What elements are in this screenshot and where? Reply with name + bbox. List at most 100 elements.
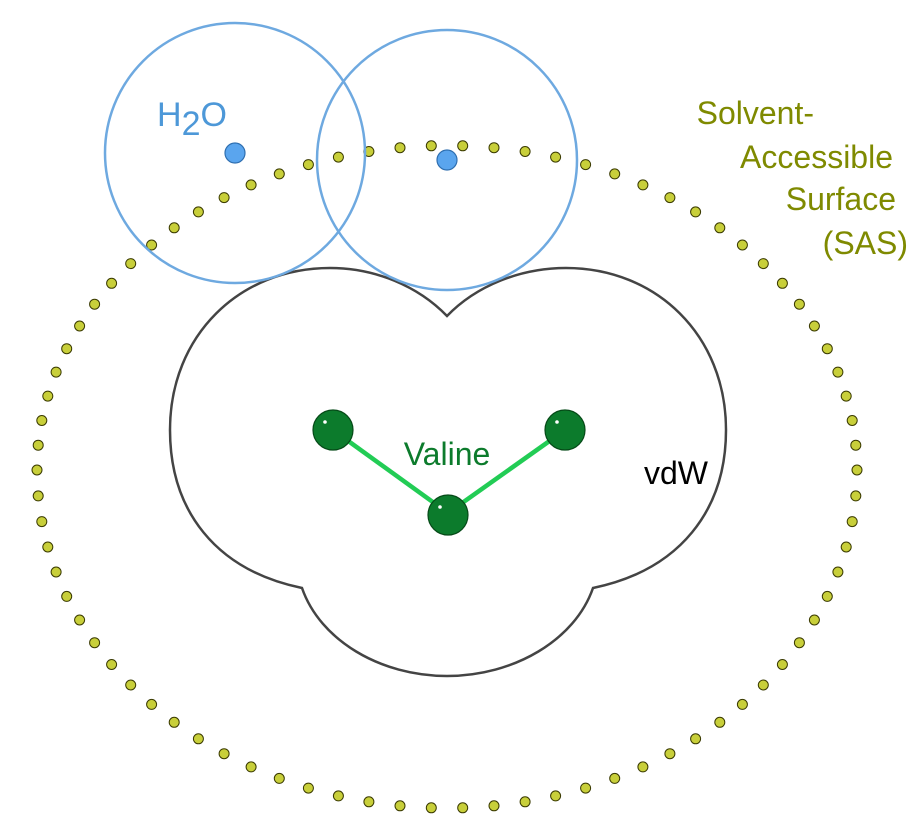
sas-dot — [394, 800, 406, 812]
sas-dot — [302, 159, 314, 171]
sas-dot — [332, 790, 344, 802]
sas-dot — [832, 366, 844, 378]
sas-dot — [332, 151, 344, 163]
bond-left — [331, 428, 450, 515]
sas-dot — [146, 698, 158, 710]
sas-dot — [846, 516, 858, 528]
sas-dot — [736, 239, 748, 251]
sas-dot — [519, 796, 531, 808]
sas-dot — [846, 415, 858, 426]
sas-dot — [757, 679, 769, 691]
sas-dot — [580, 782, 592, 794]
sas-dot — [851, 464, 863, 476]
sas-dot — [245, 179, 257, 191]
sas-dot — [808, 320, 820, 332]
sas-dot — [821, 590, 833, 602]
sas-dot — [808, 614, 820, 626]
sas-dot — [89, 298, 101, 310]
bond-right — [446, 428, 567, 515]
sas-dot — [457, 140, 469, 152]
water-label: H2O — [157, 96, 227, 143]
sas-dot — [245, 761, 257, 773]
atom-left — [312, 409, 354, 451]
sas-dot — [776, 277, 788, 289]
sas-dot — [61, 590, 73, 602]
sas-dot — [50, 366, 62, 378]
sas-dot — [146, 239, 158, 251]
sas-dot — [519, 146, 531, 157]
vdw-surface-outline — [168, 266, 728, 678]
sas-dot — [736, 698, 748, 710]
sas-dot — [609, 772, 621, 784]
sas-dot — [425, 802, 437, 814]
sas-dot — [74, 320, 86, 332]
sas-dot — [714, 222, 726, 234]
sas-dot — [192, 206, 204, 218]
water-probe-circle-left — [103, 21, 367, 285]
sas-dot — [690, 733, 702, 745]
sas-dot-layer — [31, 140, 863, 814]
sas-dot — [125, 258, 137, 270]
sas-dot — [32, 439, 44, 451]
sas-dot — [488, 800, 500, 812]
sas-dot — [168, 222, 180, 234]
vdw-label: vdW — [644, 455, 709, 491]
sas-dot — [425, 140, 437, 152]
sas-dot — [42, 390, 54, 402]
sas-dot — [36, 415, 48, 426]
sas-dot — [218, 748, 230, 760]
sas-dot — [192, 733, 204, 745]
sas-dot — [302, 782, 314, 794]
sas-dot — [32, 490, 44, 502]
sas-dot — [273, 772, 285, 784]
molecule-label: Valine — [404, 436, 491, 472]
sas-dot — [61, 343, 73, 355]
sas-label-line-4: (SAS) — [823, 225, 908, 261]
atom-right — [544, 409, 586, 451]
sas-dot — [42, 541, 54, 553]
sas-dot — [793, 298, 805, 310]
sas-dot — [793, 637, 805, 649]
sas-dot — [363, 796, 375, 808]
sas-dot — [550, 790, 562, 802]
water-probe-circle-right — [315, 28, 579, 292]
sas-dot — [637, 761, 649, 773]
water-probe-center-left — [224, 142, 246, 164]
sas-dot — [821, 343, 833, 355]
sas-dot — [580, 159, 592, 171]
sas-dot — [840, 390, 852, 402]
sas-dot — [488, 142, 500, 154]
sas-dot — [74, 614, 86, 626]
sas-dot — [125, 679, 137, 691]
sas-dot — [36, 516, 48, 528]
sas-dot — [550, 151, 562, 163]
sas-dot — [850, 439, 862, 451]
sas-dot — [394, 142, 406, 154]
sas-dot — [776, 659, 788, 670]
sas-dot — [637, 179, 649, 191]
sas-label-line-3: Surface — [786, 181, 896, 217]
sas-dot — [850, 490, 862, 502]
sas-dot — [757, 258, 769, 270]
sas-dot — [714, 716, 726, 728]
sas-dot — [457, 802, 469, 814]
atom-bottom — [427, 494, 469, 536]
sas-dot — [218, 192, 230, 204]
sas-dot — [832, 566, 844, 578]
sas-dot — [168, 716, 180, 728]
sas-dot — [840, 541, 852, 553]
sas-dot — [106, 277, 118, 289]
sas-dot — [609, 168, 621, 180]
sas-dot — [690, 206, 702, 218]
sas-label-line-1: Solvent- — [697, 95, 814, 131]
sas-dot — [664, 748, 676, 760]
sas-dot — [31, 464, 43, 476]
sas-dot — [664, 192, 676, 204]
sas-dot — [273, 168, 285, 180]
water-probe-center-right — [436, 149, 458, 171]
sas-dot — [89, 637, 101, 649]
sas-label-line-2: Accessible — [740, 139, 893, 175]
sas-dot — [50, 566, 62, 578]
sas-dot — [106, 659, 118, 670]
